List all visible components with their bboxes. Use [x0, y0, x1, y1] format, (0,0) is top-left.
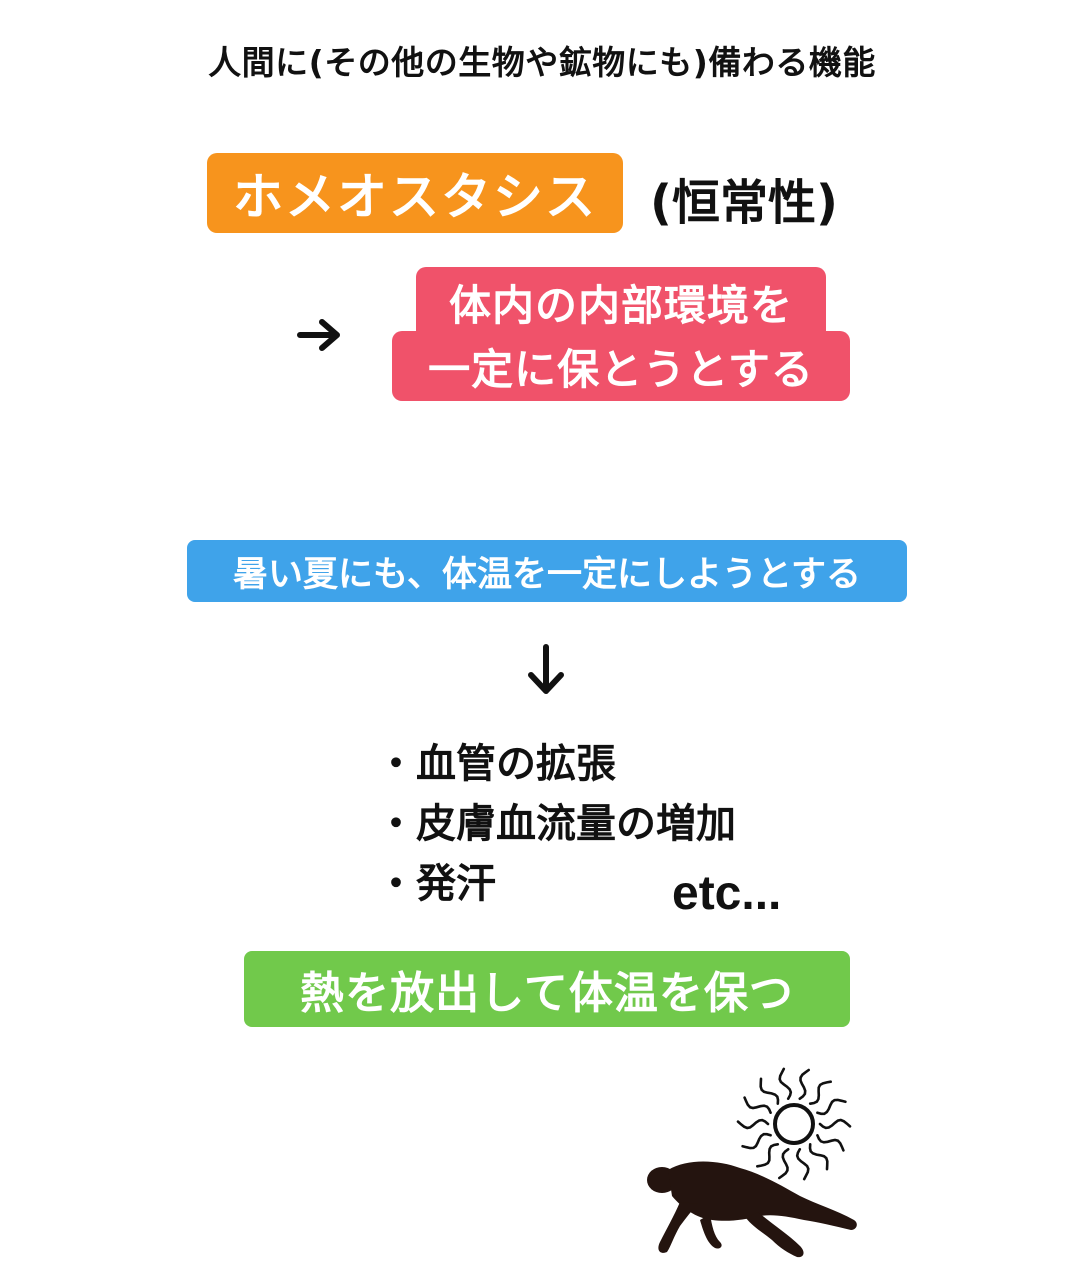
down-arrow-icon: [528, 644, 564, 694]
collapsed-person-icon: [647, 1161, 857, 1258]
sun-icon: [736, 1067, 852, 1181]
example-box: 暑い夏にも、体温を一定にしようとする: [187, 540, 907, 602]
sun-ray: [741, 1132, 772, 1150]
etc-label: etc...: [672, 867, 782, 920]
response-item: 皮膚血流量の増加: [376, 794, 736, 854]
sun-ray: [756, 1143, 780, 1168]
right-arrow-icon: [297, 319, 340, 351]
sun-ray: [818, 1118, 852, 1130]
sun-ray: [808, 1080, 832, 1105]
result-box: 熱を放出して体温を保つ: [244, 951, 850, 1027]
headline: 人間に(その他の生物や鉱物にも)備わる機能: [208, 43, 876, 82]
term-paren-label: (恒常性): [650, 175, 838, 231]
term-box: ホメオスタシス: [207, 153, 623, 233]
sun-ray: [798, 1068, 810, 1100]
definition-line-2: 一定に保とうとする: [392, 331, 850, 401]
definition-line-1: 体内の内部環境を: [416, 267, 826, 337]
sun-ray: [736, 1118, 770, 1130]
sun-ray: [743, 1096, 772, 1114]
response-item: 血管の拡張: [376, 734, 736, 794]
sun-ray: [816, 1134, 845, 1152]
sun-ray: [816, 1098, 847, 1116]
sun-ray: [778, 1148, 790, 1180]
sun-ray: [759, 1077, 780, 1105]
response-list: 血管の拡張 皮膚血流量の増加 発汗: [376, 734, 736, 914]
sun-ray: [808, 1143, 829, 1171]
response-item: 発汗: [376, 854, 736, 914]
sun-ray: [778, 1067, 793, 1100]
sun-ray: [795, 1148, 810, 1181]
